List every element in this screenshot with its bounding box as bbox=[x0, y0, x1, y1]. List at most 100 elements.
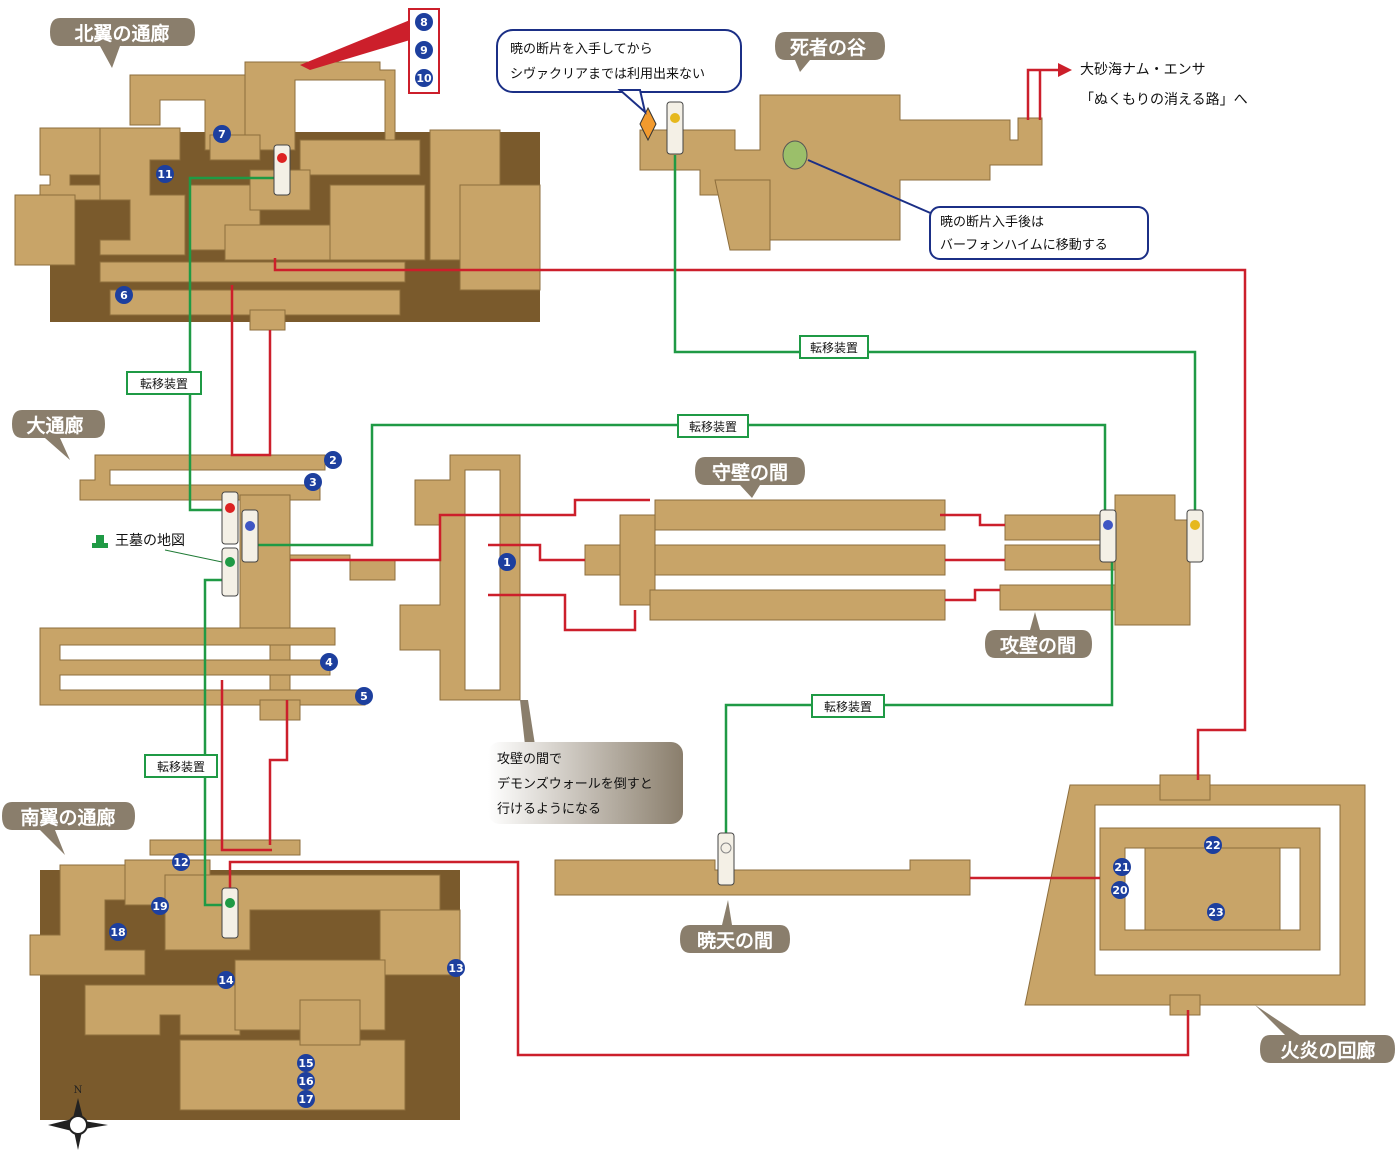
green-routes bbox=[188, 155, 1197, 907]
teleport-label: 転移装置 bbox=[157, 760, 205, 774]
svg-text:シヴァクリアまでは利用出来ない: シヴァクリアまでは利用出来ない bbox=[510, 66, 705, 82]
save-crystal-north[interactable] bbox=[273, 144, 291, 196]
area-label-dawn-room: 暁天の間 bbox=[680, 900, 790, 953]
teleport-label: 転移装置 bbox=[824, 700, 872, 714]
svg-text:4: 4 bbox=[325, 656, 333, 669]
svg-text:暁の断片入手後は: 暁の断片入手後は bbox=[940, 215, 1044, 230]
svg-text:行けるようになる: 行けるようになる bbox=[497, 802, 601, 817]
badge-15: 15 bbox=[297, 1054, 315, 1072]
svg-text:22: 22 bbox=[1205, 839, 1220, 852]
svg-text:12: 12 bbox=[173, 856, 188, 869]
badge-23: 23 bbox=[1207, 903, 1225, 921]
teleport-tag-valley: 転移装置 bbox=[799, 335, 869, 359]
svg-text:19: 19 bbox=[152, 900, 167, 913]
callout-demon-wall: 攻壁の間で デモンズウォールを倒すと 行けるようになる bbox=[488, 700, 683, 824]
teleport-crystal-valley[interactable] bbox=[666, 101, 684, 155]
badge-18: 18 bbox=[109, 923, 127, 941]
jar-icon bbox=[782, 140, 808, 170]
svg-text:3: 3 bbox=[309, 476, 317, 489]
badge-1: 1 bbox=[498, 553, 516, 571]
badge-19: 19 bbox=[151, 897, 169, 915]
svg-text:6: 6 bbox=[120, 289, 128, 302]
flame-corridor-rooms bbox=[1024, 774, 1366, 1016]
badge-9: 9 bbox=[415, 41, 433, 59]
svg-text:14: 14 bbox=[218, 974, 234, 987]
svg-text:北翼の通廊: 北翼の通廊 bbox=[74, 22, 169, 45]
area-label-guard-wall: 守壁の間 bbox=[695, 457, 805, 498]
svg-text:死者の谷: 死者の谷 bbox=[790, 37, 867, 59]
svg-text:5: 5 bbox=[360, 690, 368, 703]
svg-text:守壁の間: 守壁の間 bbox=[712, 461, 788, 484]
teleport-crystal-grand[interactable] bbox=[241, 509, 259, 563]
area-label-north-wing: 北翼の通廊 bbox=[50, 18, 195, 68]
teleport-tag-south: 転移装置 bbox=[144, 754, 218, 778]
teleport-crystal-grand-green[interactable] bbox=[221, 547, 239, 597]
badge-2: 2 bbox=[324, 451, 342, 469]
svg-text:火炎の回廊: 火炎の回廊 bbox=[1280, 1039, 1375, 1062]
teleport-label: 転移装置 bbox=[810, 341, 858, 355]
svg-text:15: 15 bbox=[298, 1057, 313, 1070]
svg-text:攻壁の間: 攻壁の間 bbox=[1000, 634, 1076, 657]
svg-text:9: 9 bbox=[420, 44, 428, 57]
teleport-crystal-attack[interactable] bbox=[1099, 509, 1117, 563]
compass-icon: N bbox=[48, 1085, 108, 1150]
badge-14: 14 bbox=[217, 971, 235, 989]
svg-text:7: 7 bbox=[218, 128, 226, 141]
teleport-label: 転移装置 bbox=[140, 377, 188, 391]
number-badges: 1 2 3 4 5 6 7 11 12 13 14 15 16 17 18 19… bbox=[109, 125, 1225, 1108]
svg-text:10: 10 bbox=[416, 72, 432, 85]
badge-8: 8 bbox=[415, 13, 433, 31]
south-wing-rooms bbox=[29, 839, 461, 1120]
exit-arrow bbox=[1026, 63, 1072, 120]
teleport-label: 転移装置 bbox=[689, 420, 737, 434]
exit-destination: 大砂海ナム・エンサ 「ぬくもりの消える路」へ bbox=[1080, 62, 1248, 108]
badge-16: 16 bbox=[297, 1072, 315, 1090]
svg-text:20: 20 bbox=[1112, 884, 1128, 897]
teleport-crystal-attack-yellow[interactable] bbox=[1186, 509, 1204, 563]
badge-17: 17 bbox=[297, 1090, 315, 1108]
badge-12: 12 bbox=[172, 853, 190, 871]
dead-valley-rooms bbox=[639, 94, 1043, 251]
svg-text:23: 23 bbox=[1208, 906, 1223, 919]
teleport-crystal-dawn[interactable] bbox=[717, 832, 735, 886]
svg-text:16: 16 bbox=[298, 1075, 314, 1088]
badge-11: 11 bbox=[156, 165, 174, 183]
svg-text:11: 11 bbox=[157, 168, 172, 181]
teleport-tag-dawn: 転移装置 bbox=[811, 694, 885, 718]
exit-line-1: 大砂海ナム・エンサ bbox=[1080, 62, 1206, 78]
badge-20: 20 bbox=[1111, 881, 1129, 899]
badge-4: 4 bbox=[320, 653, 338, 671]
exit-line-2: 「ぬくもりの消える路」へ bbox=[1080, 92, 1248, 108]
area-label-south-wing: 南翼の通廊 bbox=[2, 802, 135, 855]
callout-dawn-shard-top: 暁の断片を入手してから シヴァクリアまでは利用出来ない bbox=[496, 29, 742, 115]
svg-text:バーフォンハイムに移動する: バーフォンハイムに移動する bbox=[940, 238, 1108, 253]
svg-text:13: 13 bbox=[448, 962, 463, 975]
area-label-dead-valley: 死者の谷 bbox=[775, 32, 885, 72]
svg-text:暁の断片を入手してから: 暁の断片を入手してから bbox=[510, 42, 653, 57]
teleport-tag-north: 転移装置 bbox=[126, 371, 202, 395]
compass-north-label: N bbox=[74, 1085, 83, 1096]
svg-text:21: 21 bbox=[1114, 861, 1129, 874]
svg-text:1: 1 bbox=[503, 556, 511, 569]
red-routes bbox=[220, 70, 1247, 1057]
badge-21: 21 bbox=[1113, 858, 1131, 876]
badge-22: 22 bbox=[1204, 836, 1222, 854]
dawn-room-rooms bbox=[554, 859, 971, 896]
svg-text:17: 17 bbox=[298, 1093, 313, 1106]
svg-text:大通廊: 大通廊 bbox=[26, 414, 83, 437]
dawn-shard-icon bbox=[639, 106, 657, 142]
svg-text:8: 8 bbox=[420, 16, 428, 29]
area-label-attack-wall: 攻壁の間 bbox=[985, 612, 1092, 658]
map-item-icon: 王墓の地図 bbox=[92, 533, 185, 549]
grand-corridor-rooms bbox=[39, 454, 396, 721]
teleport-tag-central: 転移装置 bbox=[677, 414, 749, 438]
svg-text:攻壁の間で: 攻壁の間で bbox=[497, 752, 562, 767]
badge-13: 13 bbox=[447, 959, 465, 977]
svg-text:暁天の間: 暁天の間 bbox=[697, 930, 773, 952]
badge-7: 7 bbox=[213, 125, 231, 143]
save-crystal-grand[interactable] bbox=[221, 491, 239, 545]
teleport-crystal-south[interactable] bbox=[221, 887, 239, 939]
floor-plan bbox=[14, 61, 1366, 1120]
badge-group-8-10: 8 9 10 bbox=[300, 8, 440, 94]
